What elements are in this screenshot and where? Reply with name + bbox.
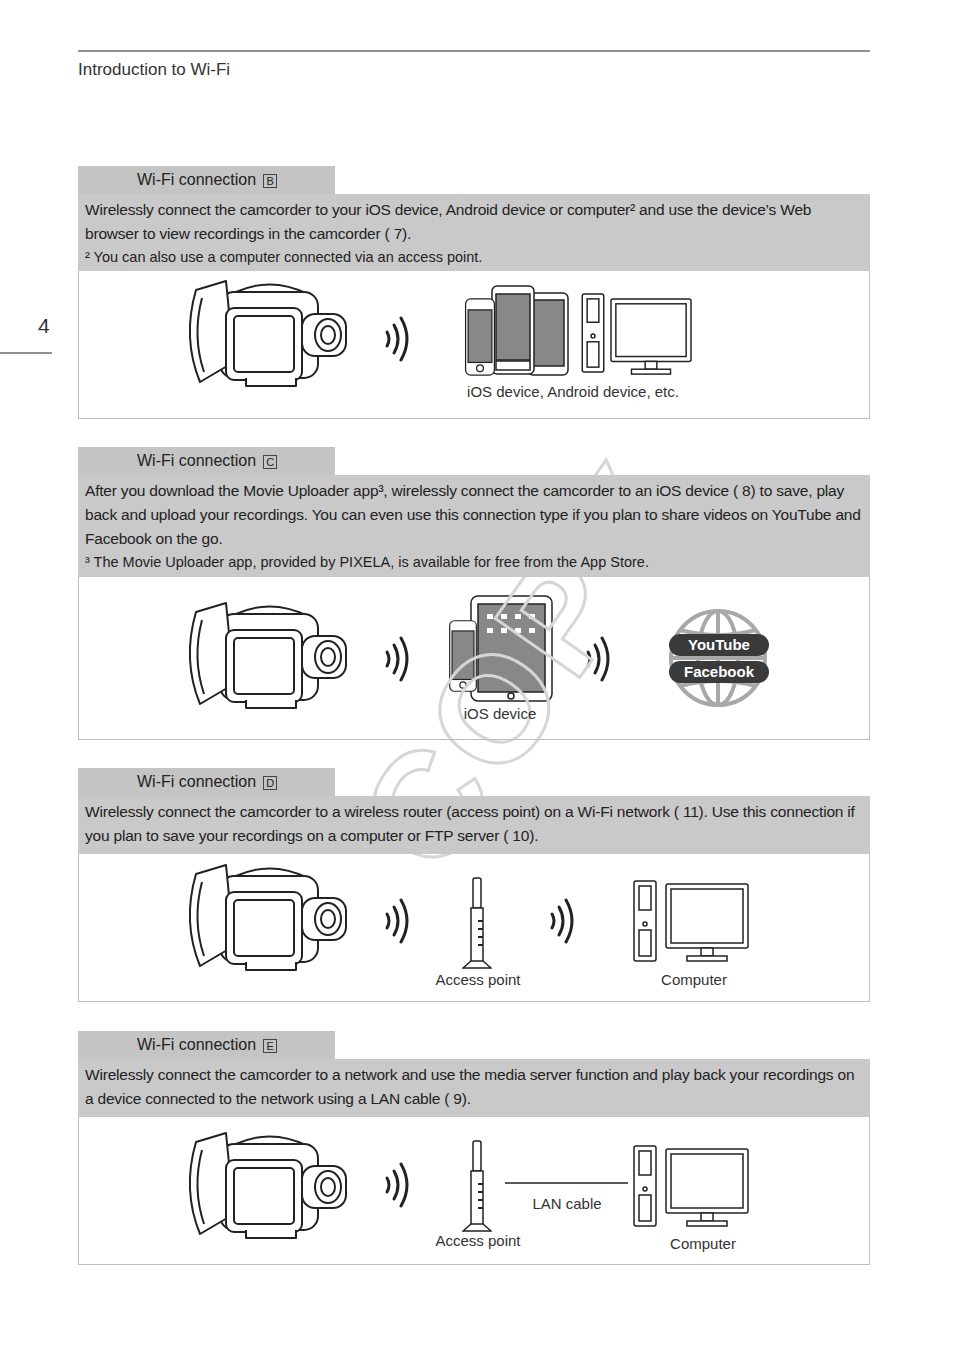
connection-letter: D: [263, 776, 277, 790]
device-label: iOS device: [464, 705, 537, 722]
footnote: ³ The Movie Uploader app, provided by PI…: [85, 551, 862, 573]
tab-title: Wi-Fi connection: [137, 171, 256, 188]
connection-tab: Wi-Fi connection D: [78, 768, 335, 796]
description: Wirelessly connect the camcorder to a ne…: [85, 1063, 862, 1111]
service-badge: Facebook: [669, 661, 769, 683]
description-band: Wirelessly connect the camcorder to a wi…: [78, 796, 870, 854]
device-label: LAN cable: [532, 1195, 601, 1212]
device-label: iOS device, Android device, etc.: [467, 383, 679, 400]
connection-tab: Wi-Fi connection B: [78, 166, 335, 194]
footnote: ² You can also use a computer connected …: [85, 246, 862, 268]
connection-tab: Wi-Fi connection E: [78, 1031, 335, 1059]
description-band: After you download the Movie Uploader ap…: [78, 475, 870, 577]
device-label: Access point: [435, 971, 520, 988]
illustration-box: Access point Computer: [78, 854, 870, 1002]
connection-letter: E: [263, 1039, 277, 1053]
section-header: Introduction to Wi-Fi: [78, 60, 230, 80]
device-label: Computer: [670, 1235, 736, 1252]
connection-letter: C: [263, 455, 277, 469]
tab-title: Wi-Fi connection: [137, 1036, 256, 1053]
description: Wirelessly connect the camcorder to a wi…: [85, 800, 862, 848]
badge-text: Facebook: [669, 661, 769, 683]
tab-title: Wi-Fi connection: [137, 773, 256, 790]
device-label: Access point: [435, 1232, 520, 1249]
illustration-box: iOS device, Android device, etc.: [78, 271, 870, 419]
connection-tab: Wi-Fi connection C: [78, 447, 335, 475]
description-band: Wirelessly connect the camcorder to your…: [78, 194, 870, 271]
description: Wirelessly connect the camcorder to your…: [85, 198, 862, 246]
illustration-box: Access point LAN cableComputer: [78, 1117, 870, 1265]
connection-letter: B: [263, 174, 277, 188]
badge-text: YouTube: [669, 634, 769, 656]
page-number: 4: [38, 314, 50, 338]
service-badge: YouTube: [669, 634, 769, 656]
tab-title: Wi-Fi connection: [137, 452, 256, 469]
illustration-box: iOS device YouTubeFacebook: [78, 577, 870, 740]
description-band: Wirelessly connect the camcorder to a ne…: [78, 1059, 870, 1117]
device-label: Computer: [661, 971, 727, 988]
description: After you download the Movie Uploader ap…: [85, 479, 862, 551]
